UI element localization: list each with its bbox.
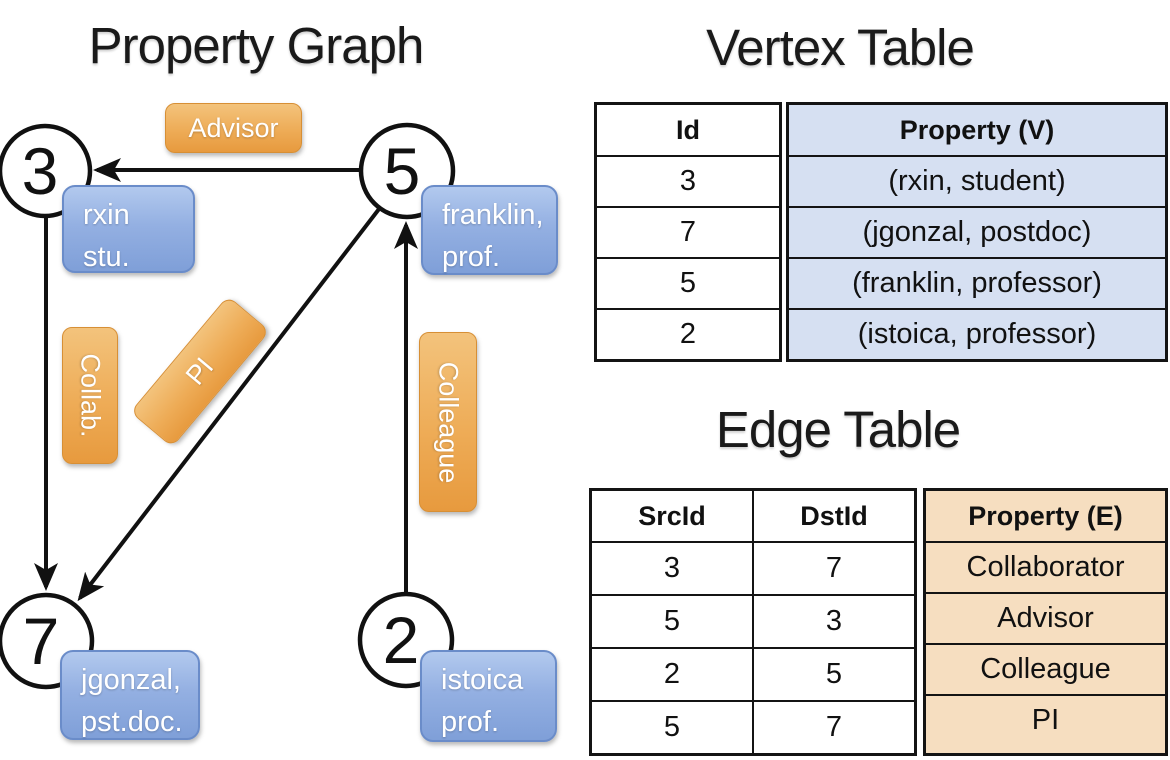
edge-label-advisor-text: Advisor bbox=[188, 112, 279, 143]
edge-table-dstid-header: DstId bbox=[800, 500, 868, 531]
vertex-property-cell: (jgonzal, postdoc) bbox=[789, 206, 1165, 257]
node-3-id: 3 bbox=[22, 134, 59, 208]
edge-table: SrcId DstId 3 7 5 3 2 5 5 7 Property (E)… bbox=[589, 488, 1168, 756]
vertex-label-istoica-line1: istoica bbox=[441, 664, 524, 696]
vertex-property-cell: (istoica, professor) bbox=[789, 308, 1165, 359]
vertex-table-id-column: Id 3 7 5 2 bbox=[594, 102, 782, 362]
edge-src-cell: 5 bbox=[592, 596, 754, 647]
vertex-label-rxin-line2: stu. bbox=[83, 241, 130, 274]
vertex-label-istoica-line2: prof. bbox=[441, 706, 500, 739]
vertex-property-cell: (franklin, professor) bbox=[789, 257, 1165, 308]
vertex-table-property-column: Property (V) (rxin, student) (jgonzal, p… bbox=[786, 102, 1168, 362]
edge-dst-cell: 5 bbox=[825, 658, 843, 690]
edge-label-colleague: Colleague bbox=[419, 332, 477, 512]
edge-table-row: 5 7 bbox=[592, 700, 914, 753]
vertex-id-cell: 2 bbox=[597, 308, 779, 359]
edge-table-row: 2 5 bbox=[592, 647, 914, 700]
edge-property-cell: PI bbox=[926, 694, 1165, 745]
edge-src-cell: 2 bbox=[592, 649, 754, 700]
vertex-label-jgonzal: jgonzal, pst.doc. bbox=[60, 650, 200, 740]
edge-label-collab: Collab. bbox=[62, 327, 118, 464]
edge-label-colleague-text: Colleague bbox=[433, 361, 464, 483]
edge-src-cell: 5 bbox=[592, 702, 754, 753]
vertex-property-cell: (rxin, student) bbox=[789, 155, 1165, 206]
vertex-label-jgonzal-line1: jgonzal, bbox=[81, 664, 181, 696]
vertex-label-rxin-line1: rxin bbox=[83, 199, 130, 231]
vertex-label-franklin: franklin, prof. bbox=[421, 185, 558, 275]
vertex-table: Id 3 7 5 2 Property (V) (rxin, student) … bbox=[594, 102, 1168, 362]
edge-dst-cell: 7 bbox=[825, 711, 843, 743]
vertex-table-property-header: Property (V) bbox=[899, 114, 1055, 145]
vertex-id-cell: 7 bbox=[597, 206, 779, 257]
edge-table-header-row: SrcId DstId bbox=[592, 491, 914, 541]
vertex-label-franklin-line1: franklin, bbox=[442, 199, 544, 231]
edge-property-cell: Advisor bbox=[926, 592, 1165, 643]
node-7-id: 7 bbox=[23, 604, 60, 678]
edge-label-pi-text: PI bbox=[179, 351, 220, 391]
node-2-id: 2 bbox=[383, 603, 420, 677]
vertex-label-istoica: istoica prof. bbox=[420, 650, 557, 742]
vertex-id-cell: 5 bbox=[597, 257, 779, 308]
property-graph-title: Property Graph bbox=[88, 17, 425, 74]
edge-table-ids-columns: SrcId DstId 3 7 5 3 2 5 5 7 bbox=[589, 488, 917, 756]
vertex-id-cell: 3 bbox=[597, 155, 779, 206]
edge-table-property-header: Property (E) bbox=[968, 500, 1123, 531]
edge-dst-cell: 7 bbox=[825, 552, 843, 584]
edge-table-srcid-header: SrcId bbox=[592, 491, 754, 541]
vertex-label-franklin-line2: prof. bbox=[442, 241, 501, 274]
edge-pi-5to7 bbox=[77, 207, 381, 602]
edge-label-collab-text: Collab. bbox=[75, 353, 106, 438]
edge-table-property-column: Property (E) Collaborator Advisor Collea… bbox=[923, 488, 1168, 756]
vertex-table-title: Vertex Table bbox=[706, 19, 975, 76]
vertex-label-rxin: rxin stu. bbox=[62, 185, 195, 273]
vertex-table-id-header: Id bbox=[676, 114, 700, 145]
edge-label-advisor: Advisor bbox=[165, 103, 302, 153]
edge-property-cell: Colleague bbox=[926, 643, 1165, 694]
edge-property-cell: Collaborator bbox=[926, 541, 1165, 592]
vertex-label-jgonzal-line2: pst.doc. bbox=[81, 706, 183, 739]
edge-table-row: 5 3 bbox=[592, 594, 914, 647]
edge-dst-cell: 3 bbox=[825, 605, 843, 637]
edge-src-cell: 3 bbox=[592, 543, 754, 594]
edge-table-row: 3 7 bbox=[592, 541, 914, 594]
edge-table-title: Edge Table bbox=[715, 401, 961, 458]
node-5-id: 5 bbox=[384, 134, 421, 208]
